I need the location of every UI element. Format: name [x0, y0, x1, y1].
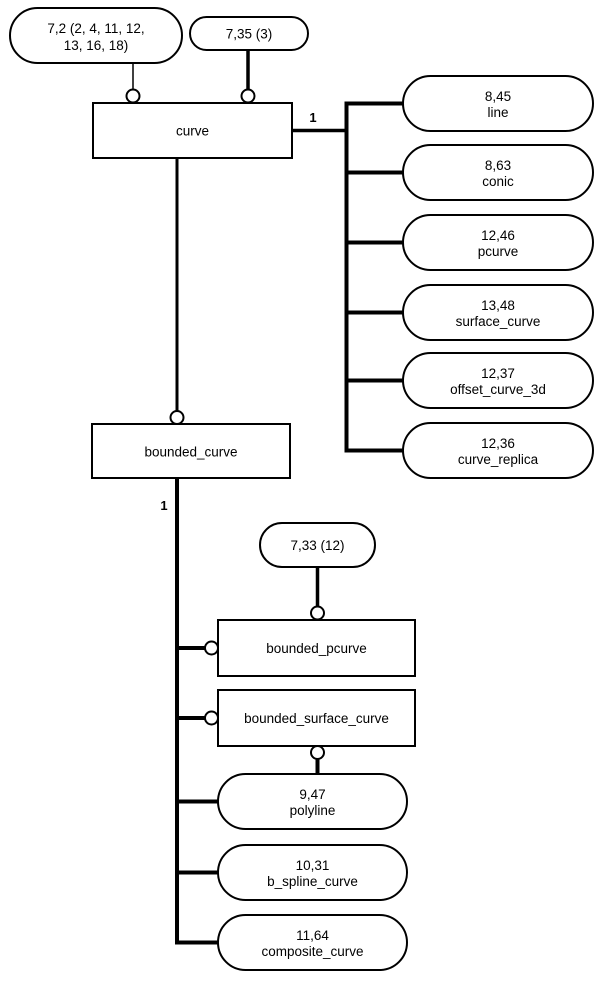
entity-label: bounded_curve	[144, 445, 237, 460]
entity-curve: curve	[92, 102, 293, 159]
entity-box	[217, 619, 416, 677]
subtype-shape	[402, 75, 594, 132]
subtype-ref: 12,46	[481, 228, 515, 243]
subtype-name: offset_curve_3d	[450, 382, 546, 397]
page-ref-shape	[189, 16, 309, 51]
subtype-name: conic	[482, 174, 514, 189]
circle-bounded-pcurve-left	[204, 640, 219, 656]
circle-bounded-pcurve-top	[310, 605, 325, 621]
subtype-name: surface_curve	[456, 314, 541, 329]
page-ref-top-left: 7,2 (2, 4, 11, 12, 13, 16, 18)	[9, 7, 183, 64]
entity-bounded-pcurve: bounded_pcurve	[217, 619, 416, 677]
subtype-name: b_spline_curve	[267, 874, 358, 889]
subtype-shape	[402, 352, 594, 409]
subtype-ref: 12,36	[481, 436, 515, 451]
entity-label: bounded_pcurve	[266, 641, 367, 656]
node-curve-replica: 12,36 curve_replica	[402, 422, 594, 479]
subtype-shape	[217, 773, 408, 830]
page-ref-top: 7,35 (3)	[189, 16, 309, 51]
subtype-shape	[402, 284, 594, 341]
subtype-ref: 13,48	[481, 298, 515, 313]
page-ref-shape	[9, 7, 183, 64]
subtype-name: polyline	[290, 803, 336, 818]
entity-label: curve	[176, 124, 209, 139]
page-ref-text-line2: 13, 16, 18)	[64, 38, 129, 53]
subtype-ref: 11,64	[296, 928, 329, 943]
subtype-ref: 10,31	[296, 858, 330, 873]
node-surface-curve: 13,48 surface_curve	[402, 284, 594, 341]
node-composite-curve: 11,64 composite_curve	[217, 914, 408, 971]
subtype-name: composite_curve	[261, 944, 363, 959]
page-ref-shape	[259, 522, 376, 568]
inheritance-circles	[125, 88, 325, 760]
entity-bounded-curve: bounded_curve	[91, 423, 291, 479]
circle-bounded-surface-curve-bottom	[310, 745, 325, 760]
circle-curve-top-left	[125, 88, 141, 104]
page-ref-text: 7,35 (3)	[226, 27, 273, 42]
subtype-name: pcurve	[478, 244, 519, 259]
subtype-shape	[402, 422, 594, 479]
subtype-shape	[217, 914, 408, 971]
circle-bounded-curve-top	[169, 410, 185, 425]
subtype-name: line	[487, 105, 508, 120]
subtype-ref: 12,37	[481, 366, 515, 381]
connector-lines	[132, 49, 405, 945]
circle-curve-top-right	[240, 88, 256, 104]
subtype-ref: 9,47	[299, 787, 325, 802]
subtype-shape	[402, 144, 594, 201]
node-pcurve: 12,46 pcurve	[402, 214, 594, 271]
subtype-shape	[217, 844, 408, 901]
subtype-name: curve_replica	[458, 452, 539, 467]
node-b-spline-curve: 10,31 b_spline_curve	[217, 844, 408, 901]
node-line: 8,45 line	[402, 75, 594, 132]
subtype-ref: 8,45	[485, 89, 511, 104]
page-ref-text: 7,33 (12)	[290, 538, 344, 553]
subtype-shape	[402, 214, 594, 271]
node-offset-curve-3d: 12,37 offset_curve_3d	[402, 352, 594, 409]
page-ref-text-line1: 7,2 (2, 4, 11, 12,	[47, 21, 144, 36]
circle-bounded-surface-curve-left	[204, 710, 219, 726]
entity-label: bounded_surface_curve	[244, 711, 389, 726]
entity-bounded-surface-curve: bounded_surface_curve	[217, 689, 416, 747]
cardinality-bounded-branch: 1	[160, 498, 167, 513]
subtype-ref: 8,63	[485, 158, 511, 173]
entity-box	[91, 423, 291, 479]
entity-box	[217, 689, 416, 747]
page-ref-mid: 7,33 (12)	[259, 522, 376, 568]
cardinality-curve-branch: 1	[309, 110, 316, 125]
node-polyline: 9,47 polyline	[217, 773, 408, 830]
entity-box	[92, 102, 293, 159]
node-conic: 8,63 conic	[402, 144, 594, 201]
